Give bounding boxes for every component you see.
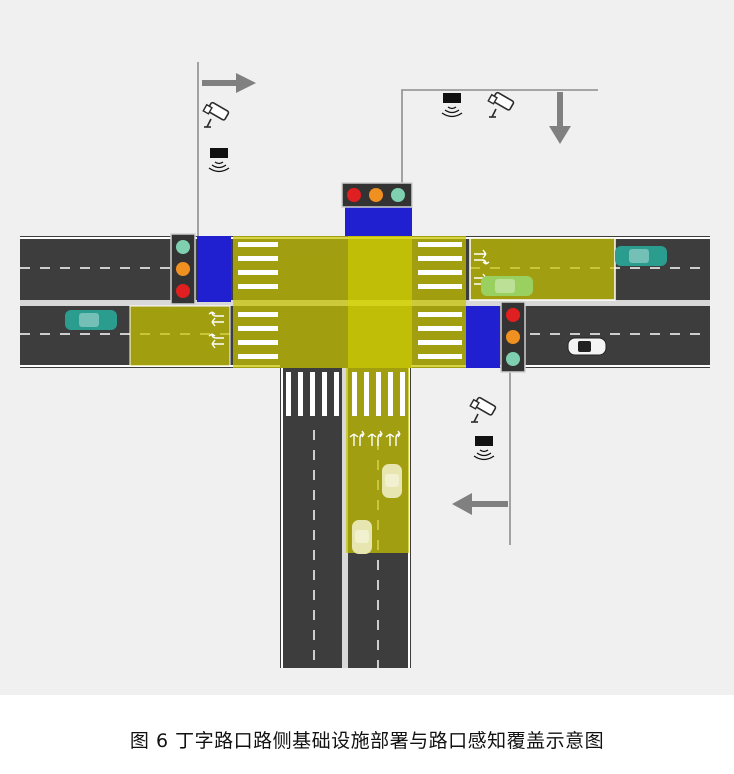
direction-arrow-icon [452, 493, 508, 515]
intersection-svg [20, 62, 710, 668]
camera-icon [202, 101, 230, 128]
figure-caption: 图 6 丁字路口路侧基础设施部署与路口感知覆盖示意图 [129, 730, 605, 752]
south-median [342, 368, 348, 668]
car-icon [382, 464, 402, 498]
direction-arrow-icon [202, 73, 256, 93]
coverage-west [130, 306, 230, 366]
traffic-light-icon [500, 301, 526, 373]
crosswalk-east [418, 242, 462, 359]
traffic-light-icon [170, 233, 196, 305]
coverage-west-outline [129, 305, 231, 367]
car-icon [352, 520, 372, 554]
poles [197, 62, 598, 545]
camera-icon [469, 396, 497, 423]
car-icon [65, 310, 117, 330]
car-icon [481, 276, 533, 296]
coverage-east-outline [469, 237, 616, 301]
car-icon [615, 246, 667, 266]
radar-icon [441, 92, 463, 118]
radar-icon [473, 435, 495, 461]
crosswalk-west [238, 242, 278, 359]
signal-block-north [345, 207, 412, 236]
signal-block-west [197, 236, 231, 302]
crosswalk-south [286, 372, 405, 416]
signal-block-east [466, 306, 500, 368]
radar-icon [208, 147, 230, 173]
traffic-light-icon [341, 182, 413, 208]
car-icon [567, 337, 607, 356]
camera-icon [487, 91, 515, 118]
direction-arrow-icon [549, 92, 571, 144]
coverage-core [348, 236, 412, 368]
